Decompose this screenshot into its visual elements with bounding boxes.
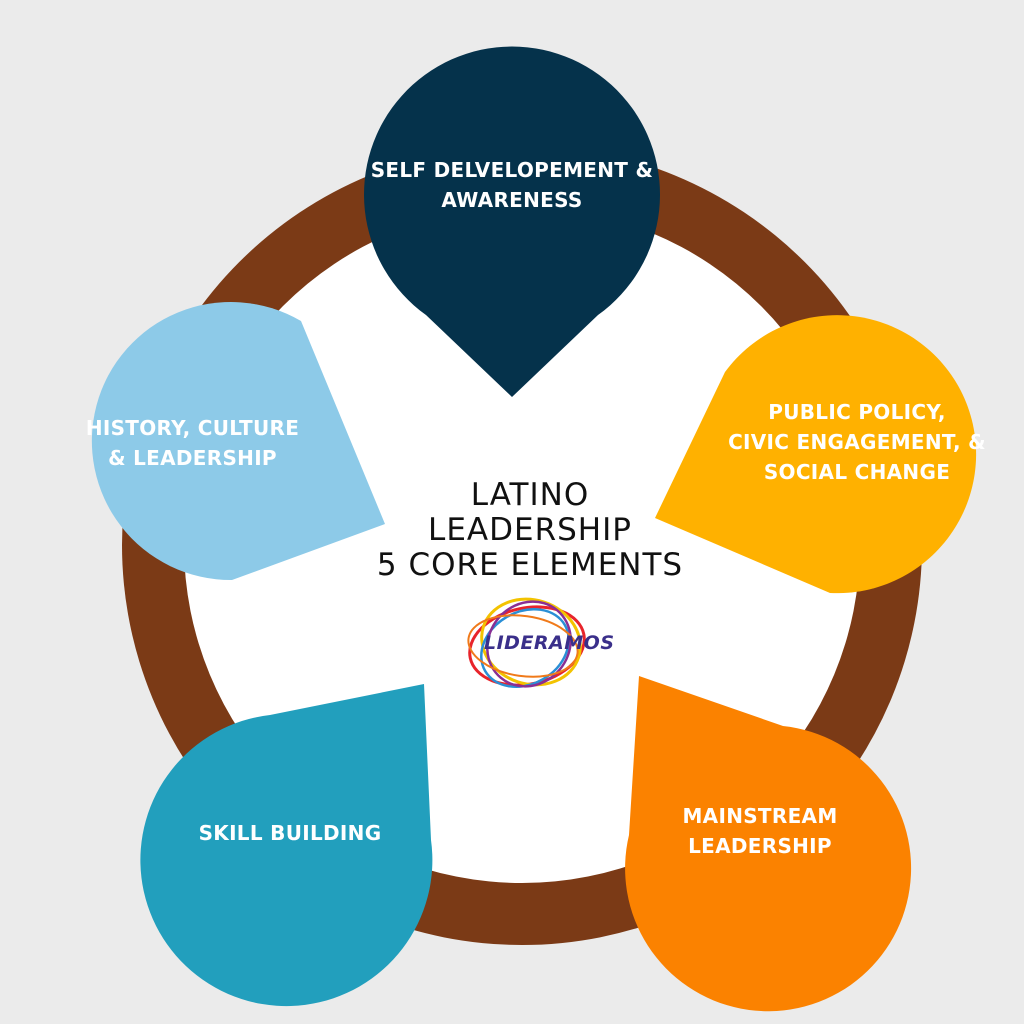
center-title: LATINO LEADERSHIP 5 CORE ELEMENTS xyxy=(376,477,684,583)
label-mainstream: MAINSTREAM LEADERSHIP xyxy=(682,804,838,858)
label-skill-building: SKILL BUILDING xyxy=(198,821,382,845)
drop-mainstream xyxy=(625,676,912,1012)
logo-text: LIDERAMOS xyxy=(484,632,615,654)
label-self-development: SELF DELVELOPEMENT & AWARENESS xyxy=(370,158,654,212)
label-history: HISTORY, CULTURE & LEADERSHIP xyxy=(85,416,300,470)
drop-history xyxy=(91,302,386,581)
drop-self-development xyxy=(364,46,660,397)
liderámos-logo-icon xyxy=(467,597,586,688)
drop-skill-building xyxy=(140,684,433,1007)
label-public-policy: PUBLIC POLICY, CIVIC ENGAGEMENT, & SOCIA… xyxy=(728,400,986,484)
drop-public-policy xyxy=(655,315,977,594)
